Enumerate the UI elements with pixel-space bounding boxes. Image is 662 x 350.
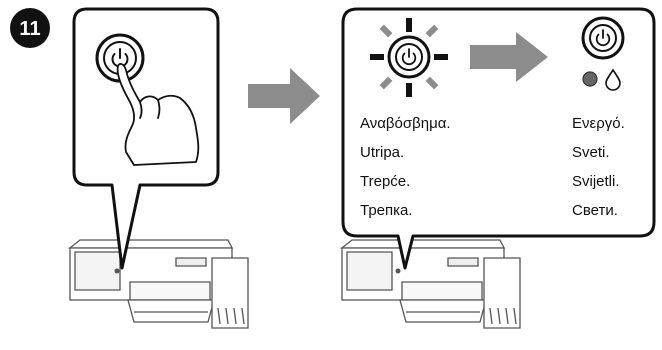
flashing-label-macedonian: Трепка. [360, 202, 413, 219]
flashing-power-button [370, 18, 448, 97]
pointing-hand-icon [116, 63, 200, 166]
right-arrow-icon [248, 68, 320, 124]
on-label-slovenian: Sveti. [572, 144, 610, 161]
right-arrow-icon [470, 32, 548, 82]
steady-power-button [581, 16, 625, 60]
step-number: 11 [19, 18, 40, 40]
step-badge: 11 [10, 8, 50, 48]
printer-icon [68, 239, 249, 329]
flashing-label-croatian: Trepće. [360, 173, 410, 190]
flashing-label-column: Αναβόσβημα. Utripa. Trepće. Трепка. [360, 115, 451, 219]
flashing-label-slovenian: Utripa. [360, 144, 404, 161]
on-label-croatian: Svijetli. [572, 173, 620, 190]
flashing-label-greek: Αναβόσβημα. [360, 115, 451, 132]
power-icon [401, 48, 417, 66]
on-label-column: Ενεργό. Sveti. Svijetli. Свети. [572, 115, 625, 219]
power-icon [595, 29, 611, 47]
on-label-greek: Ενεργό. [572, 115, 625, 132]
ink-light-icon [582, 71, 598, 87]
printer-icon [340, 239, 521, 329]
flash-rays [370, 18, 448, 97]
on-label-macedonian: Свети. [572, 202, 618, 219]
ink-drop-icon [605, 68, 621, 91]
